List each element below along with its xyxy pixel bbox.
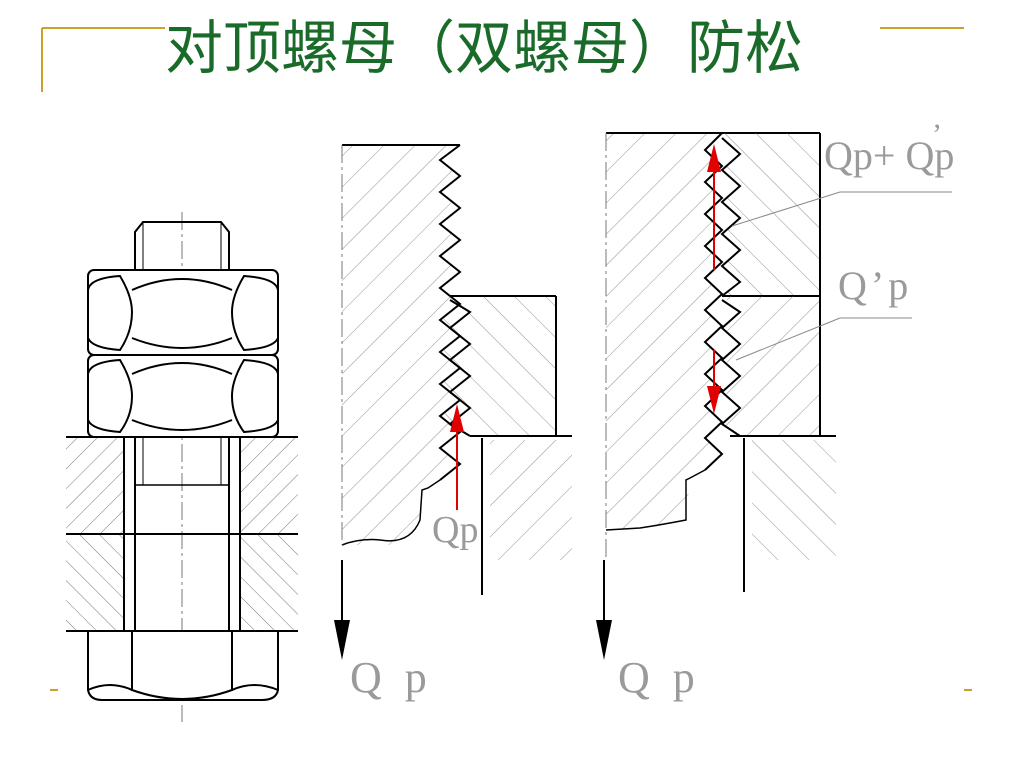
arrow-down-icon <box>596 560 612 660</box>
bolt-head <box>87 630 279 701</box>
double-nut-section <box>596 132 952 660</box>
force-label-qp-sum: Qp+ Qp <box>824 133 955 178</box>
upper-nut <box>87 269 279 356</box>
page-title: 对顶螺母（双螺母）防松 <box>165 14 804 82</box>
lower-nut <box>87 354 279 438</box>
bolt-assembly-drawing <box>66 212 298 722</box>
title-rule <box>41 27 964 92</box>
arrow-down-icon <box>707 350 721 414</box>
load-label-right: Q p <box>618 653 701 702</box>
arrow-up-icon <box>450 404 464 510</box>
force-label-qp-sum-prime: ’ <box>932 118 942 151</box>
arrow-up-icon <box>707 144 721 270</box>
load-label-left: Q p <box>350 653 433 702</box>
arrow-down-icon <box>334 560 350 660</box>
single-nut-section <box>334 144 572 660</box>
force-label-qp-prime: Q’p <box>838 263 913 308</box>
force-label-qp: Qp <box>432 509 479 551</box>
